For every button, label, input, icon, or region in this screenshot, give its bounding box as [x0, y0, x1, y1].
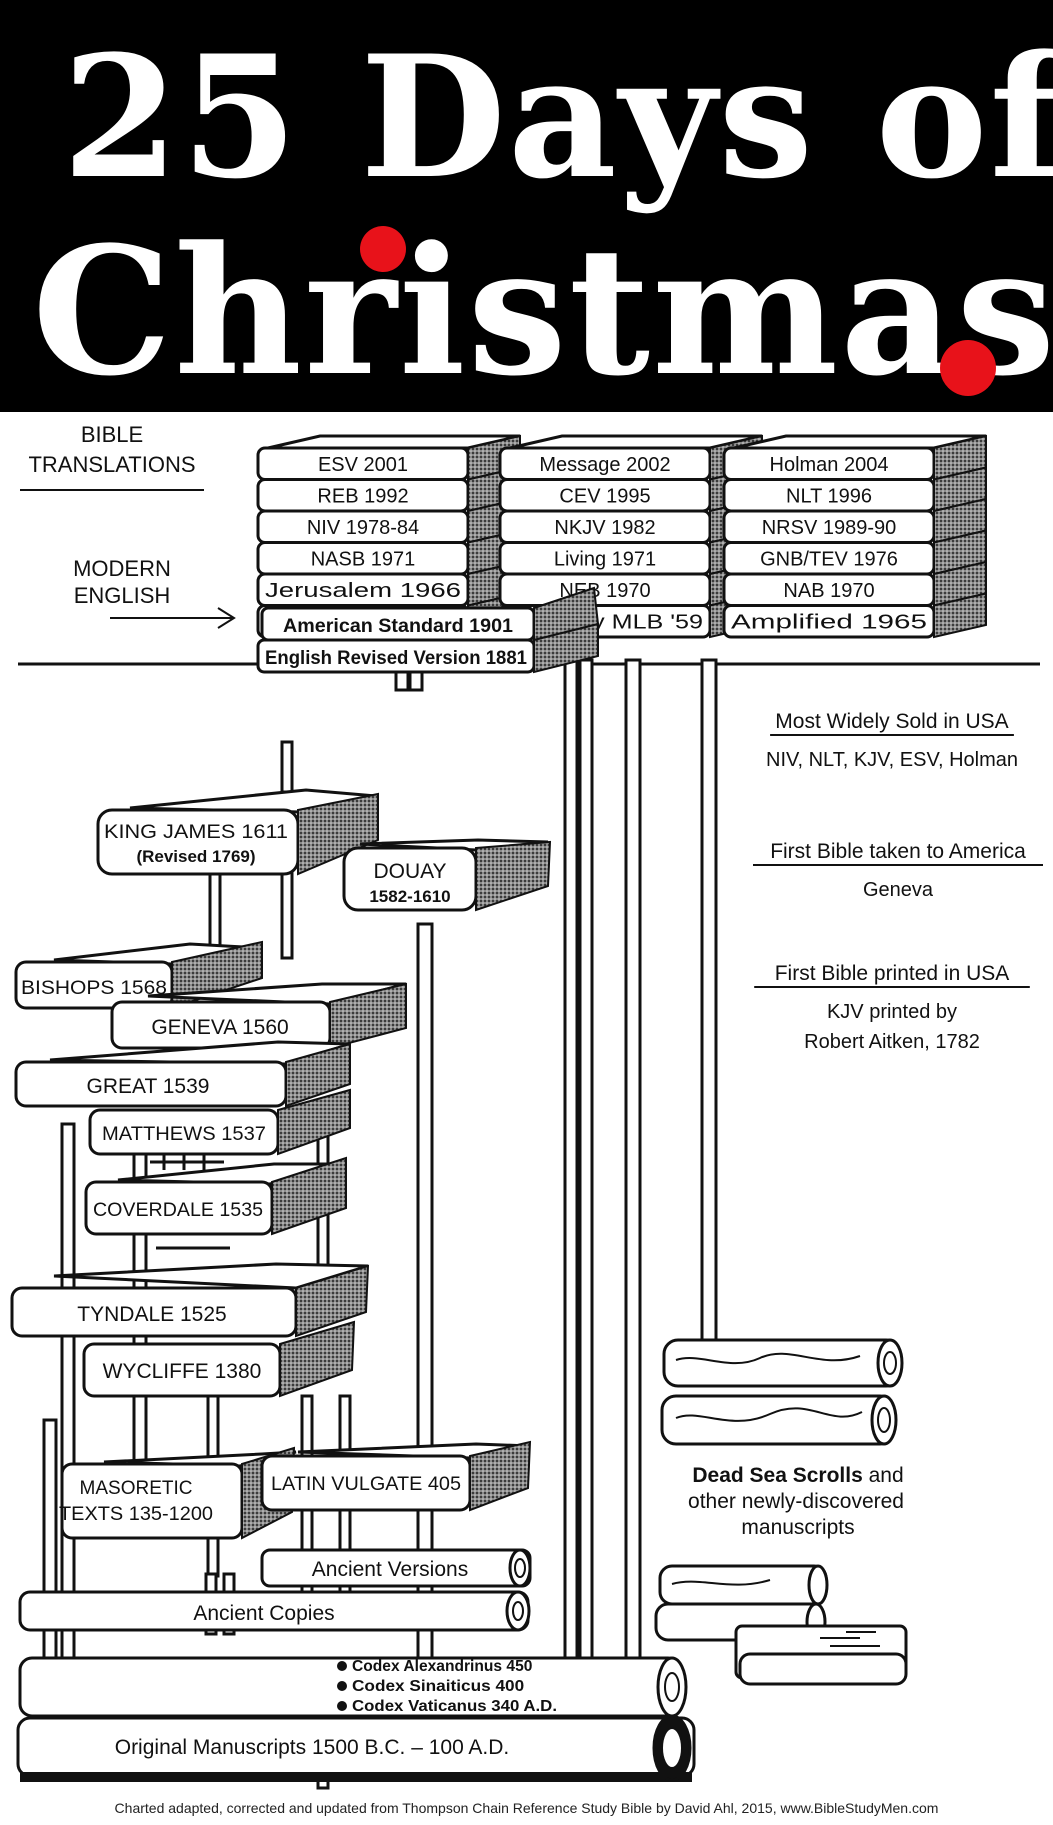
- modern-translation-label: Jerusalem 1966: [265, 580, 461, 602]
- bullet-icon: [337, 1701, 347, 1711]
- svg-text:TEXTS 135-1200: TEXTS 135-1200: [59, 1504, 213, 1525]
- fact-value: NIV, NLT, KJV, ESV, Holman: [766, 749, 1018, 771]
- codex-item: Codex Alexandrinus 450: [352, 1658, 532, 1675]
- i-dot-red: [360, 226, 406, 272]
- book-english-revised: English Revised Version 1881: [256, 622, 599, 674]
- modern-translation-label: REB 1992: [317, 486, 408, 508]
- svg-text:American Standard 1901: American Standard 1901: [283, 616, 513, 637]
- modern-translation-label: NAB 1970: [783, 580, 874, 602]
- manuscript-fragments-illustration: [654, 1564, 908, 1686]
- svg-text:KING JAMES 1611: KING JAMES 1611: [104, 822, 288, 843]
- svg-text:Ancient Copies: Ancient Copies: [193, 1602, 334, 1625]
- fact-value: KJV printed by: [827, 1001, 957, 1023]
- svg-text:ENGLISH: ENGLISH: [74, 583, 171, 608]
- svg-text:English Revised Version 1881: English Revised Version 1881: [265, 648, 527, 669]
- title-line-1: 25 Days of: [62, 18, 1053, 216]
- modern-translation-label: NASB 1971: [311, 549, 416, 571]
- scroll-ancient-copies: Ancient Copies: [18, 1590, 531, 1632]
- svg-text:LATIN VULGATE 405: LATIN VULGATE 405: [271, 1474, 461, 1495]
- book-tyndale: TYNDALE 1525: [10, 1262, 370, 1338]
- source-credit: Charted adapted, corrected and updated f…: [114, 1800, 939, 1816]
- modern-translation-label: Message 2002: [539, 454, 670, 476]
- book-douay: DOUAY 1582-1610: [342, 838, 552, 912]
- svg-text:BIBLE: BIBLE: [81, 422, 143, 447]
- book-latin-vulgate: LATIN VULGATE 405: [260, 1440, 532, 1512]
- svg-text:manuscripts: manuscripts: [741, 1516, 854, 1539]
- svg-text:1582-1610: 1582-1610: [369, 887, 450, 906]
- book-king-james: KING JAMES 1611 (Revised 1769): [96, 788, 379, 876]
- bullet-icon: [337, 1661, 347, 1671]
- modern-translation-label: Amplified 1965: [731, 612, 927, 634]
- title-banner: 25 Days of Christmas: [0, 0, 1053, 412]
- svg-text:DOUAY: DOUAY: [373, 860, 446, 883]
- codex-item: Codex Sinaiticus 400: [352, 1678, 524, 1695]
- fact-block: Most Widely Sold in USA NIV, NLT, KJV, ES…: [766, 710, 1018, 771]
- svg-text:COVERDALE 1535: COVERDALE 1535: [93, 1200, 263, 1221]
- period-dot-red: [940, 340, 996, 396]
- title-line-2: Christmas: [32, 208, 1053, 415]
- bible-translation-diagram: BIBLE TRANSLATIONS MODERN ENGLISH ESV 20…: [10, 422, 1043, 1790]
- codex-item: Codex Vaticanus 340 A.D.: [352, 1698, 557, 1715]
- modern-translation-label: NKJV 1982: [554, 517, 655, 539]
- scroll-codex-block: [18, 1656, 688, 1718]
- modern-translation-label: CEV 1995: [559, 486, 650, 508]
- modern-translation-label: Living 1971: [554, 549, 656, 571]
- book-matthews: MATTHEWS 1537: [88, 1088, 351, 1170]
- dead-sea-label: Dead Sea Scrolls and other newly-discove…: [688, 1464, 904, 1539]
- svg-text:Dead Sea Scrolls and: Dead Sea Scrolls and: [692, 1464, 903, 1487]
- scroll-original-manuscripts: Original Manuscripts 1500 B.C. – 100 A.D…: [16, 1714, 696, 1782]
- svg-text:TYNDALE 1525: TYNDALE 1525: [77, 1303, 226, 1326]
- svg-text:MATTHEWS 1537: MATTHEWS 1537: [102, 1124, 266, 1145]
- fact-value: Robert Aitken, 1782: [804, 1031, 980, 1053]
- book-coverdale: COVERDALE 1535: [84, 1156, 347, 1250]
- modern-translation-label: NIV 1978-84: [307, 517, 419, 539]
- fact-block: First Bible printed in USA KJV printed by…: [754, 962, 1030, 1053]
- svg-text:MASORETIC: MASORETIC: [80, 1478, 193, 1499]
- facts-panel: Most Widely Sold in USA NIV, NLT, KJV, ES…: [753, 710, 1043, 1053]
- fact-heading: Most Widely Sold in USA: [775, 710, 1008, 733]
- svg-text:MODERN: MODERN: [73, 556, 171, 581]
- modern-translation-label: Holman 2004: [770, 454, 889, 476]
- svg-text:(Revised 1769): (Revised 1769): [136, 847, 255, 866]
- svg-text:Ancient Versions: Ancient Versions: [312, 1558, 468, 1581]
- svg-text:WYCLIFFE 1380: WYCLIFFE 1380: [103, 1360, 262, 1383]
- book-great: GREAT 1539: [14, 1040, 351, 1108]
- svg-text:Original Manuscripts 1500 B.C: Original Manuscripts 1500 B.C. – 100 A.D…: [115, 1736, 510, 1759]
- bible-translations-heading: BIBLE TRANSLATIONS: [20, 422, 204, 491]
- book-bishops: BISHOPS 1568: [14, 940, 263, 1010]
- modern-translation-label: ESV 2001: [318, 454, 408, 476]
- book-masoretic: MASORETIC TEXTS 135-1200: [59, 1446, 297, 1540]
- dead-sea-scrolls-illustration: [660, 1338, 904, 1446]
- svg-text:GENEVA 1560: GENEVA 1560: [151, 1016, 288, 1039]
- modern-english-label: MODERN ENGLISH: [73, 556, 236, 629]
- svg-text:other newly-discovered: other newly-discovered: [688, 1490, 904, 1513]
- bullet-icon: [337, 1681, 347, 1691]
- modern-translation-label: NRSV 1989-90: [762, 517, 897, 539]
- modern-translation-label: GNB/TEV 1976: [760, 549, 898, 571]
- fact-heading: First Bible printed in USA: [775, 962, 1010, 985]
- svg-text:BISHOPS 1568: BISHOPS 1568: [21, 978, 167, 999]
- svg-text:GREAT 1539: GREAT 1539: [87, 1075, 210, 1098]
- book-wycliffe: WYCLIFFE 1380: [82, 1320, 356, 1398]
- svg-text:TRANSLATIONS: TRANSLATIONS: [28, 452, 195, 477]
- modern-translation-label: NLT 1996: [786, 486, 872, 508]
- scroll-ancient-versions: Ancient Versions: [260, 1548, 532, 1588]
- fact-heading: First Bible taken to America: [770, 840, 1026, 863]
- fact-value: Geneva: [863, 879, 934, 901]
- book-geneva: GENEVA 1560: [110, 982, 407, 1050]
